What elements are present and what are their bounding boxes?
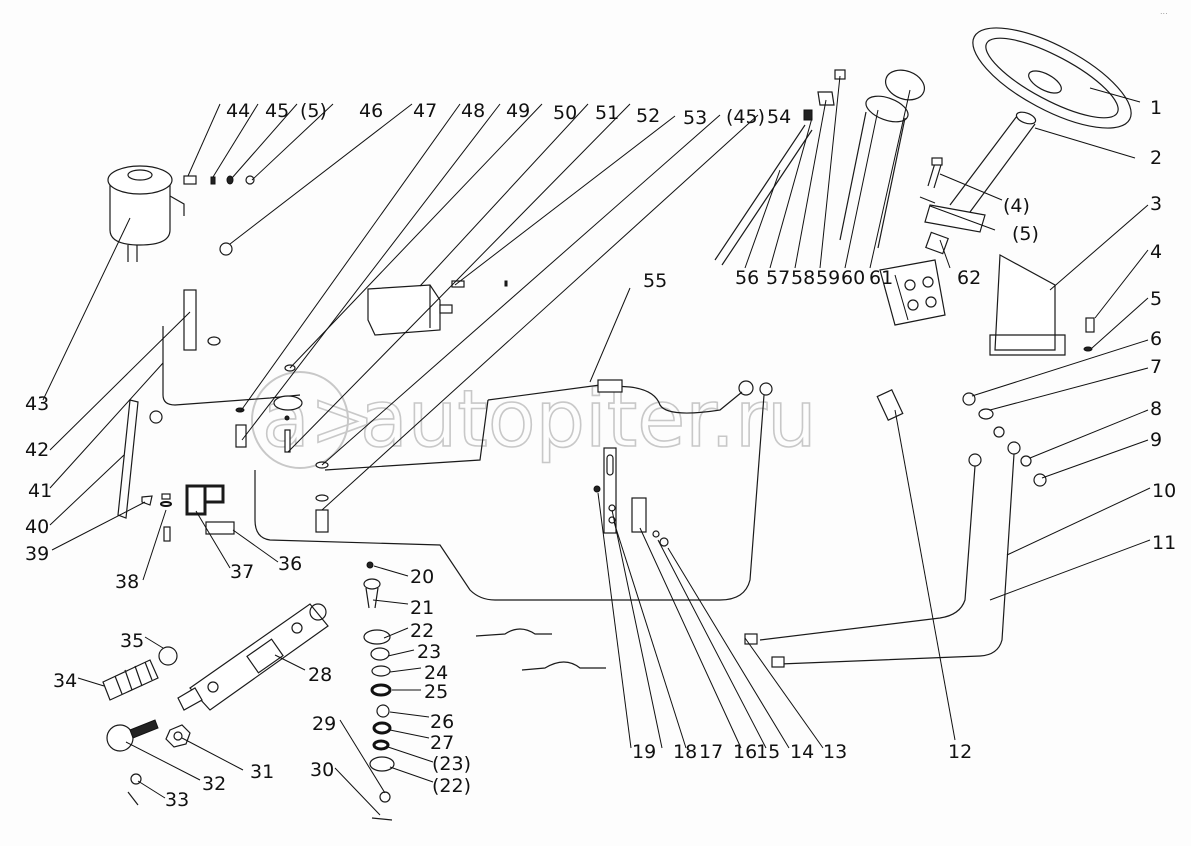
callout-16: 16 — [733, 741, 757, 763]
column-bracket-part — [989, 254, 1066, 356]
callout-34: 34 — [53, 670, 77, 692]
callout-40: 40 — [25, 516, 49, 538]
power-cylinder-part — [177, 603, 329, 711]
callout-29: 29 — [312, 713, 336, 735]
pump-part — [235, 280, 508, 533]
callout-45: 45 — [265, 100, 289, 122]
callout-4-ref: (4) — [1003, 195, 1030, 217]
hose-fittings-part — [475, 628, 606, 671]
callout-27: 27 — [430, 732, 454, 754]
callout-9: 9 — [1150, 429, 1162, 451]
callout-38: 38 — [115, 571, 139, 593]
column-shaft-part — [714, 69, 949, 326]
callout-3: 3 — [1150, 193, 1162, 215]
callout-37: 37 — [230, 561, 254, 583]
callout-5-ref-2: (5) — [1012, 223, 1039, 245]
pressure-pipes-part — [744, 441, 1021, 668]
callout-50: 50 — [553, 102, 577, 124]
callout-17: 17 — [699, 741, 723, 763]
clamps-part — [117, 399, 235, 542]
callout-51: 51 — [595, 102, 619, 124]
tie-rod-parts — [102, 646, 191, 806]
callout-57: 57 — [766, 267, 790, 289]
callout-22: 22 — [410, 620, 434, 642]
callout-8: 8 — [1150, 398, 1162, 420]
suction-pipes-part — [149, 289, 301, 424]
pivot-part — [876, 389, 904, 421]
callout-42: 42 — [25, 439, 49, 461]
callout-5: 5 — [1150, 288, 1162, 310]
callout-1: 1 — [1150, 97, 1162, 119]
callout-48: 48 — [461, 100, 485, 122]
callout-14: 14 — [790, 741, 814, 763]
callout-22-ref: (22) — [432, 775, 471, 797]
bolt-washer-part — [1083, 317, 1095, 352]
callout-58: 58 — [791, 267, 815, 289]
callout-61: 61 — [869, 267, 893, 289]
callout-32: 32 — [202, 773, 226, 795]
callout-18: 18 — [673, 741, 697, 763]
callout-20: 20 — [410, 566, 434, 588]
callout-44: 44 — [226, 100, 250, 122]
callout-31: 31 — [250, 761, 274, 783]
callout-30: 30 — [310, 759, 334, 781]
callout-15: 15 — [756, 741, 780, 763]
corner-mark: ... — [1160, 7, 1168, 16]
callout-43: 43 — [25, 393, 49, 415]
callout-28: 28 — [308, 664, 332, 686]
bushing-stack-part — [363, 561, 395, 821]
callout-45-ref: (45) — [726, 106, 765, 128]
callout-26: 26 — [430, 711, 454, 733]
callout-6: 6 — [1150, 328, 1162, 350]
callout-36: 36 — [278, 553, 302, 575]
callout-46: 46 — [359, 100, 383, 122]
callout-7: 7 — [1150, 356, 1162, 378]
callout-54: 54 — [767, 106, 791, 128]
callout-labels: 1 2 3 4 5 6 7 8 9 10 11 12 13 14 15 16 1… — [25, 97, 1176, 811]
steering-column-part — [924, 111, 1037, 233]
callout-10: 10 — [1152, 480, 1176, 502]
callout-35: 35 — [120, 630, 144, 652]
callout-53: 53 — [683, 107, 707, 129]
callout-21: 21 — [410, 597, 434, 619]
fittings-part — [962, 392, 1047, 487]
callout-56: 56 — [735, 267, 759, 289]
callout-12: 12 — [948, 741, 972, 763]
callout-24: 24 — [424, 662, 448, 684]
callout-55: 55 — [643, 270, 667, 292]
watermark-text: autopiter.ru — [360, 375, 817, 465]
watermark: a> autopiter.ru — [251, 371, 817, 469]
svg-text:a>: a> — [262, 375, 375, 465]
callout-25: 25 — [424, 681, 448, 703]
leader-lines — [42, 75, 1151, 816]
callout-60: 60 — [841, 267, 865, 289]
callout-62: 62 — [957, 267, 981, 289]
callout-2: 2 — [1150, 147, 1162, 169]
callout-23-ref: (23) — [432, 753, 471, 775]
callout-5-ref: (5) — [300, 100, 327, 122]
callout-33: 33 — [165, 789, 189, 811]
callout-4: 4 — [1150, 241, 1162, 263]
steering-wheel-part — [972, 27, 1132, 129]
callout-11: 11 — [1152, 532, 1176, 554]
callout-52: 52 — [636, 105, 660, 127]
callout-59: 59 — [816, 267, 840, 289]
callout-23: 23 — [417, 641, 441, 663]
callout-39: 39 — [25, 543, 49, 565]
callout-41: 41 — [28, 480, 52, 502]
return-pipe-part — [254, 379, 773, 601]
brackets-part — [593, 447, 669, 547]
callout-47: 47 — [413, 100, 437, 122]
small-hardware-part — [183, 175, 255, 256]
callout-19: 19 — [632, 741, 656, 763]
oil-reservoir-part — [107, 165, 185, 262]
column-bolt-part — [919, 157, 943, 204]
callout-49: 49 — [506, 100, 530, 122]
callout-13: 13 — [823, 741, 847, 763]
